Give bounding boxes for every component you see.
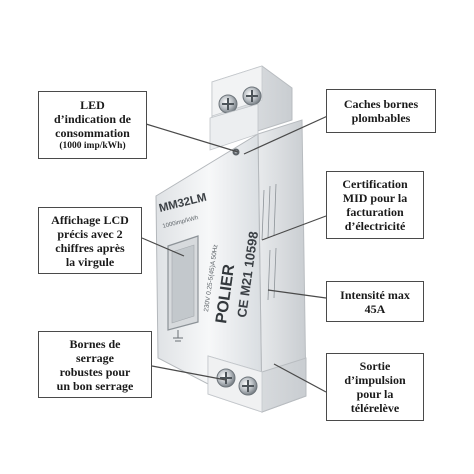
- callout-intensite-line-2: 45A: [364, 301, 386, 316]
- callout-sortie-line-2: d’impulsion: [344, 373, 406, 387]
- callout-certification-line-3: facturation: [346, 205, 404, 219]
- device-spec-lines: [261, 183, 277, 301]
- callout-bornes-line-3: robustes pour: [59, 364, 131, 379]
- callout-led-line-3: consommation: [55, 126, 130, 140]
- callout-bornes-line-1: Bornes de: [69, 336, 121, 351]
- callout-connectors: [141, 113, 333, 393]
- callout-caches-line-1: Caches bornes: [343, 97, 419, 111]
- callout-lcd-line-4: la virgule: [65, 254, 115, 269]
- screw-icon: [242, 86, 262, 106]
- callout-led: LED d’indication de consommation (1000 i…: [38, 91, 147, 159]
- screw-icon: [218, 94, 238, 114]
- callout-caches-line-2: plombables: [351, 111, 411, 125]
- connector-lcd: [141, 237, 185, 257]
- connector-caches: [243, 113, 333, 155]
- connector-sortie: [273, 363, 327, 393]
- callout-caches: Caches bornes plombables: [326, 89, 436, 133]
- callout-certification-line-2: MID pour la: [342, 191, 408, 205]
- connector-led: [145, 123, 239, 153]
- callout-bornes-line-4: un bon serrage: [56, 378, 134, 393]
- callout-led-line-2: d’indication de: [53, 112, 131, 126]
- callout-lcd-line-1: Affichage LCD: [51, 212, 129, 227]
- callout-lcd: Affichage LCD précis avec 2 chiffres apr…: [38, 207, 142, 274]
- meter-upper-step: [209, 103, 259, 151]
- lcd-display: [167, 235, 199, 331]
- callout-lcd-line-3: chiffres après: [55, 240, 125, 255]
- callout-led-note: (1000 imp/kWh): [59, 141, 126, 151]
- callout-certification: Certification MID pour la facturation d’…: [326, 171, 424, 239]
- callout-certification-line-1: Certification: [342, 177, 408, 191]
- callout-lcd-line-2: précis avec 2: [57, 226, 123, 241]
- callout-bornes-line-2: serrage: [76, 350, 114, 365]
- callout-certification-line-4: d’électricité: [344, 219, 406, 233]
- callout-sortie-line-4: télérelève: [350, 401, 400, 415]
- connector-certification: [261, 215, 327, 241]
- callout-sortie-line-1: Sortie: [359, 359, 391, 373]
- connector-intensite: [267, 289, 327, 299]
- callout-intensite-line-1: Intensité max: [340, 287, 410, 302]
- callout-sortie: Sortie d’impulsion pour la télérelève: [326, 353, 424, 421]
- callout-sortie-line-3: pour la: [356, 387, 394, 401]
- screw-icon: [238, 376, 258, 396]
- ground-icon: [173, 330, 183, 342]
- connector-bornes: [151, 365, 227, 381]
- callout-bornes: Bornes de serrage robustes pour un bon s…: [38, 331, 152, 398]
- callout-intensite: Intensité max 45A: [326, 281, 424, 322]
- callout-led-line-1: LED: [80, 98, 105, 112]
- screw-icon: [216, 368, 236, 388]
